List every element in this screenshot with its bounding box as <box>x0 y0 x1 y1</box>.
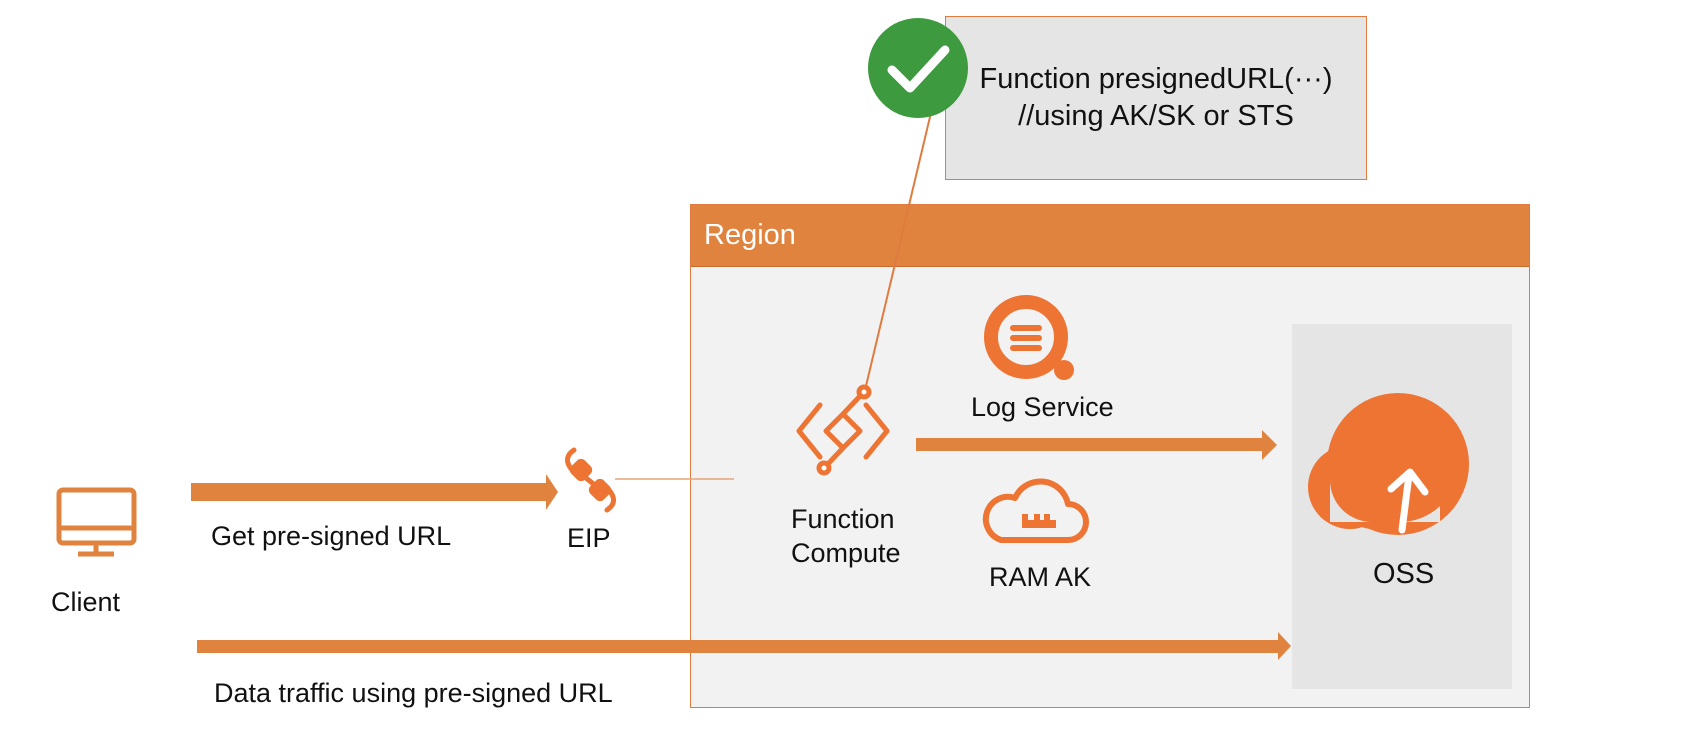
ram-ak-label: RAM AK <box>989 562 1092 592</box>
function-compute-label-1: Function <box>791 504 895 534</box>
client-label: Client <box>51 587 121 617</box>
function-compute-icon <box>796 384 890 476</box>
eip-link-icon <box>565 447 616 513</box>
get-url-label: Get pre-signed URL <box>211 521 452 551</box>
region-header: Region <box>691 205 1529 267</box>
region-title: Region <box>704 219 796 251</box>
callout-box: Function presignedURL(···) //using AK/SK… <box>945 16 1367 180</box>
checkmark-icon <box>868 18 968 118</box>
log-service-label: Log Service <box>971 392 1114 422</box>
ram-cloud-icon <box>982 478 1089 543</box>
oss-cloud-upload-icon <box>1308 393 1469 535</box>
eip-label: EIP <box>567 523 611 553</box>
oss-label: OSS <box>1373 558 1435 590</box>
log-service-icon <box>984 295 1074 380</box>
function-compute-label-2: Compute <box>791 538 901 568</box>
get-url-arrow <box>191 474 558 510</box>
fc-to-oss-arrow <box>916 430 1277 460</box>
data-traffic-label: Data traffic using pre-signed URL <box>214 678 613 708</box>
data-traffic-arrow <box>197 632 1291 660</box>
callout-line-2: //using AK/SK or STS <box>1018 100 1294 132</box>
callout-line-1: Function presignedURL(···) <box>979 63 1333 95</box>
monitor-icon <box>56 487 137 557</box>
